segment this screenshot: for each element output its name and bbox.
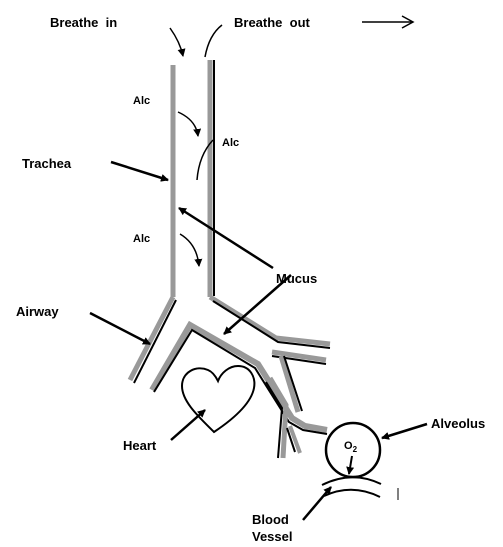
- label-alc-1: Alc: [133, 95, 150, 107]
- label-heart: Heart: [123, 438, 157, 453]
- alc-arrow-1: [178, 112, 198, 136]
- alveolus-pointer: [382, 424, 427, 438]
- label-alveolus: Alveolus: [431, 416, 485, 431]
- alc-arrow-2: [180, 234, 199, 266]
- heart-pointer: [171, 410, 205, 440]
- airway-pointer: [90, 313, 150, 344]
- breathe-out-arrow: [362, 16, 413, 28]
- trachea-walls: [173, 60, 214, 297]
- upper-right-bronchus: [210, 297, 330, 348]
- breathe-in-arrow: [170, 28, 183, 56]
- label-vessel: Vessel: [252, 529, 293, 544]
- left-airway-branch: [130, 297, 176, 383]
- breathe-out-curve: [205, 25, 222, 57]
- o2-subscript: 2: [353, 445, 358, 454]
- label-breathe-in: Breathe in: [50, 15, 117, 30]
- label-airway: Airway: [16, 304, 59, 319]
- label-alc-3: Alc: [133, 233, 150, 245]
- label-alc-2: Alc: [222, 137, 239, 149]
- label-trachea: Trachea: [22, 156, 72, 171]
- blood-vessel: [322, 477, 398, 500]
- mucus-pointer-upper: [179, 208, 273, 268]
- label-blood: Blood: [252, 512, 289, 527]
- trachea-pointer: [111, 162, 168, 180]
- label-breathe-out: Breathe out: [234, 15, 311, 30]
- blood-vessel-pointer: [303, 487, 331, 520]
- label-mucus: Mucus: [276, 271, 317, 286]
